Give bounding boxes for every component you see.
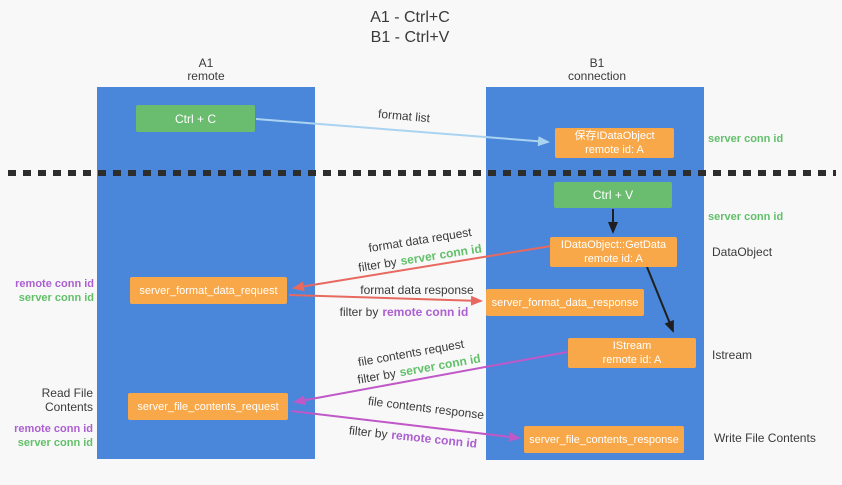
ctrl-v-node: Ctrl + V — [554, 182, 672, 208]
title-line-a1: A1 - Ctrl+C — [370, 9, 450, 26]
idataobject-getdata-node: IDataObject::GetData remote id: A — [550, 237, 677, 267]
left-server-conn-id-1: server conn id — [18, 292, 94, 304]
save-idataobject-line2: remote id: A — [585, 144, 644, 156]
lane-a-name: A1 — [198, 56, 214, 70]
format-response-label: server_format_data_response — [491, 296, 639, 309]
server-file-contents-response-node: server_file_contents_response — [524, 426, 684, 453]
format-list-label: format list — [377, 106, 431, 126]
getdata-line1: IDataObject::GetData — [560, 239, 667, 251]
server-file-contents-request-node: server_file_contents_request — [128, 393, 288, 420]
diagram-title: A1 - Ctrl+C B1 - Ctrl+V — [280, 8, 540, 48]
getdata-line2: remote id: A — [584, 253, 643, 265]
ctrl-c-label: Ctrl + C — [174, 111, 216, 126]
left-server-conn-id-2: server conn id — [17, 437, 93, 449]
left-remote-conn-id-2: remote conn id — [14, 423, 93, 435]
istream-line1: IStream — [612, 340, 652, 352]
lane-b-subtitle: connection — [567, 69, 627, 83]
format-data-response-label: format data response — [360, 283, 474, 297]
lane-b-header: B1 connection — [537, 57, 657, 83]
lane-a-subtitle: remote — [187, 69, 225, 83]
title-line-b1: B1 - Ctrl+V — [370, 29, 450, 46]
left-file-labels: Read File Contents remote conn id server… — [2, 386, 93, 450]
read-file-contents-label: Read File Contents — [41, 386, 93, 414]
server-format-data-request-node: server_format_data_request — [130, 277, 287, 304]
lane-b-name: B1 — [589, 56, 605, 70]
istream-side-label: Istream — [712, 348, 753, 362]
istream-node: IStream remote id: A — [568, 338, 696, 368]
right-server-conn-id-top: server conn id — [708, 133, 784, 145]
server-format-data-response-node: server_format_data_response — [486, 289, 644, 316]
ctrl-c-node: Ctrl + C — [136, 105, 255, 132]
save-idataobject-node: 保存IDataObject remote id: A — [555, 128, 674, 158]
session-divider-line — [8, 170, 836, 176]
istream-line2: remote id: A — [602, 354, 662, 366]
file-contents-response-label: file contents response — [367, 393, 485, 423]
dataobject-label: DataObject — [712, 245, 773, 259]
file-request-label: server_file_contents_request — [137, 400, 279, 413]
left-remote-conn-id-1: remote conn id — [15, 278, 94, 290]
format-request-label: server_format_data_request — [139, 284, 278, 297]
lane-a-header: A1 remote — [146, 57, 266, 83]
left-format-conn-ids: remote conn id server conn id — [10, 277, 94, 305]
write-file-contents-label: Write File Contents — [714, 431, 816, 445]
file-response-label: server_file_contents_response — [529, 433, 679, 446]
right-server-conn-id-mid: server conn id — [708, 211, 784, 223]
save-idataobject-line1: 保存IDataObject — [574, 130, 655, 142]
ctrl-v-label: Ctrl + V — [592, 188, 634, 202]
